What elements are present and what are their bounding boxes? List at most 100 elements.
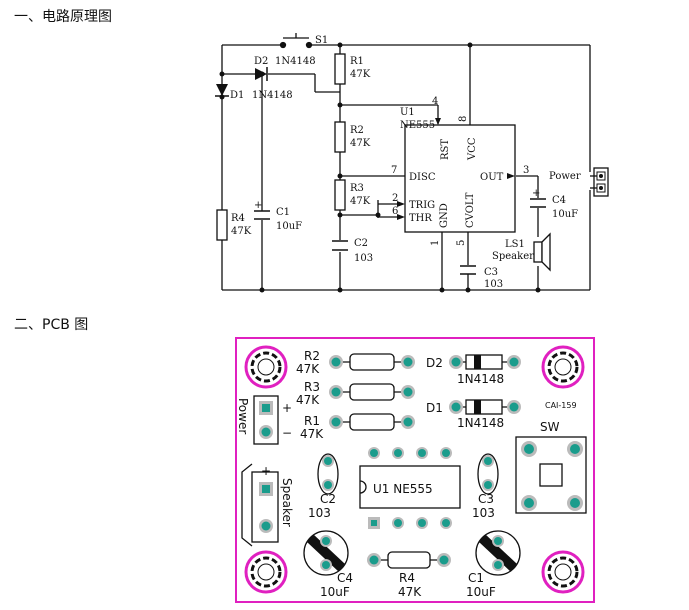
pcb-r4-label: R4 <box>399 571 415 585</box>
speaker-ls1 <box>533 232 551 272</box>
capacitor-c1 <box>254 210 270 220</box>
pcb-speaker-label: Speaker <box>280 478 294 527</box>
ne555-chip <box>404 124 516 233</box>
power-connector <box>590 167 609 197</box>
c4-plus: + <box>532 188 540 199</box>
r3-label: R3 <box>350 183 364 194</box>
pcb-board-id: CAI-159 <box>545 401 577 410</box>
u1-part: NE555 <box>400 120 435 131</box>
pcb-c2-value: 103 <box>308 506 331 520</box>
c1-label: C1 <box>276 207 290 218</box>
pcb-c3-value: 103 <box>472 506 495 520</box>
pcb-d2-part: 1N4148 <box>457 372 504 386</box>
pcb-sw-label: SW <box>540 420 560 434</box>
u1-label: U1 <box>400 107 415 118</box>
d2-part: 1N4148 <box>275 56 316 67</box>
c4-label: C4 <box>552 195 566 206</box>
pcb-c1-value: 10uF <box>466 585 496 599</box>
d1-label: D1 <box>230 90 244 101</box>
r4-label: R4 <box>231 213 245 224</box>
c3-label: C3 <box>484 267 498 278</box>
pcb-c4-label: C4 <box>337 571 353 585</box>
capacitor-c2 <box>332 240 348 251</box>
switch-s1 <box>279 33 313 49</box>
r3-value: 47K <box>350 196 371 207</box>
pcb-ne555 <box>359 447 461 529</box>
pcb-d1-label: D1 <box>426 401 443 415</box>
pcb-r3-label: R3 <box>304 380 320 394</box>
ls1-label: LS1 <box>505 239 525 250</box>
c3-value: 103 <box>484 279 503 290</box>
pin5-number: 5 <box>456 240 467 246</box>
speaker-label: Speaker <box>492 251 534 262</box>
pcb-r4-value: 47K <box>398 585 422 599</box>
pcb-power-minus: − <box>282 426 292 440</box>
mounting-hole-top-right <box>541 345 585 389</box>
pin-vcc-label: VCC <box>467 137 478 161</box>
r4-value: 47K <box>231 226 252 237</box>
pcb-r2-value: 47K <box>296 362 320 376</box>
pcb-u1-label: U1 NE555 <box>373 482 433 496</box>
diode-d1 <box>215 84 229 97</box>
c1-plus: + <box>254 200 262 211</box>
pcb-c1-label: C1 <box>468 571 484 585</box>
pcb-c3-label: C3 <box>478 492 494 506</box>
mounting-hole-top-left <box>244 345 288 389</box>
pin-cvolt-label: CVOLT <box>465 192 476 228</box>
pcb-r4 <box>367 551 451 569</box>
pcb-r1-label: R1 <box>304 414 320 428</box>
pcb-c3 <box>477 453 499 495</box>
c2-value: 103 <box>354 253 373 264</box>
s1-label: S1 <box>315 35 328 46</box>
pcb-r3 <box>329 383 415 401</box>
pin6-number: 6 <box>392 206 398 217</box>
pin-arrows <box>397 118 515 220</box>
power-label: Power <box>549 171 581 182</box>
r2-label: R2 <box>350 125 364 136</box>
pcb-power-connector <box>253 395 279 445</box>
pin-disc-label: DISC <box>409 172 436 183</box>
capacitor-c3 <box>460 265 476 275</box>
pin3-number: 3 <box>523 165 529 176</box>
pin4-number: 4 <box>432 96 438 107</box>
capacitor-c4 <box>530 198 546 208</box>
schematic-heading: 一、电路原理图 <box>14 9 112 25</box>
pcb-diodes <box>449 354 521 415</box>
pcb-r3-value: 47K <box>296 393 320 407</box>
pcb-d1 <box>449 399 521 415</box>
diode-d2 <box>255 67 268 81</box>
c4-value: 10uF <box>552 209 578 220</box>
d2-label: D2 <box>254 56 268 67</box>
pin-trig-label: TRIG <box>409 200 435 211</box>
pin-thr-label: THR <box>409 213 432 224</box>
pcb-c2-label: C2 <box>320 492 336 506</box>
pcb-speaker <box>241 463 279 547</box>
pcb-power-plus: + <box>282 401 292 415</box>
pcb-r1 <box>329 413 415 431</box>
pcb-resistors <box>329 353 451 569</box>
mounting-hole-bottom-left <box>244 550 288 594</box>
pcb-d1-part: 1N4148 <box>457 416 504 430</box>
pin-gnd-label: GND <box>439 203 450 228</box>
pcb-r2-label: R2 <box>304 349 320 363</box>
pcb-c2 <box>317 453 339 495</box>
pcb-d2-label: D2 <box>426 356 443 370</box>
resistor-bodies <box>216 53 346 241</box>
pin1-number: 1 <box>430 240 441 246</box>
pin-rst-label: RST <box>440 139 451 160</box>
pcb-c1 <box>475 530 521 576</box>
d1-part: 1N4148 <box>252 90 293 101</box>
c1-value: 10uF <box>276 221 302 232</box>
pin8-number: 8 <box>458 116 469 122</box>
pcb-c4-value: 10uF <box>320 585 350 599</box>
r1-value: 47K <box>350 69 371 80</box>
pcb-r2 <box>329 353 415 371</box>
mounting-holes <box>244 345 585 594</box>
r2-value: 47K <box>350 138 371 149</box>
pin7-number: 7 <box>391 165 397 176</box>
pcb-switch <box>515 436 587 514</box>
pcb-d2 <box>449 354 521 370</box>
pcb-c4 <box>303 530 349 576</box>
